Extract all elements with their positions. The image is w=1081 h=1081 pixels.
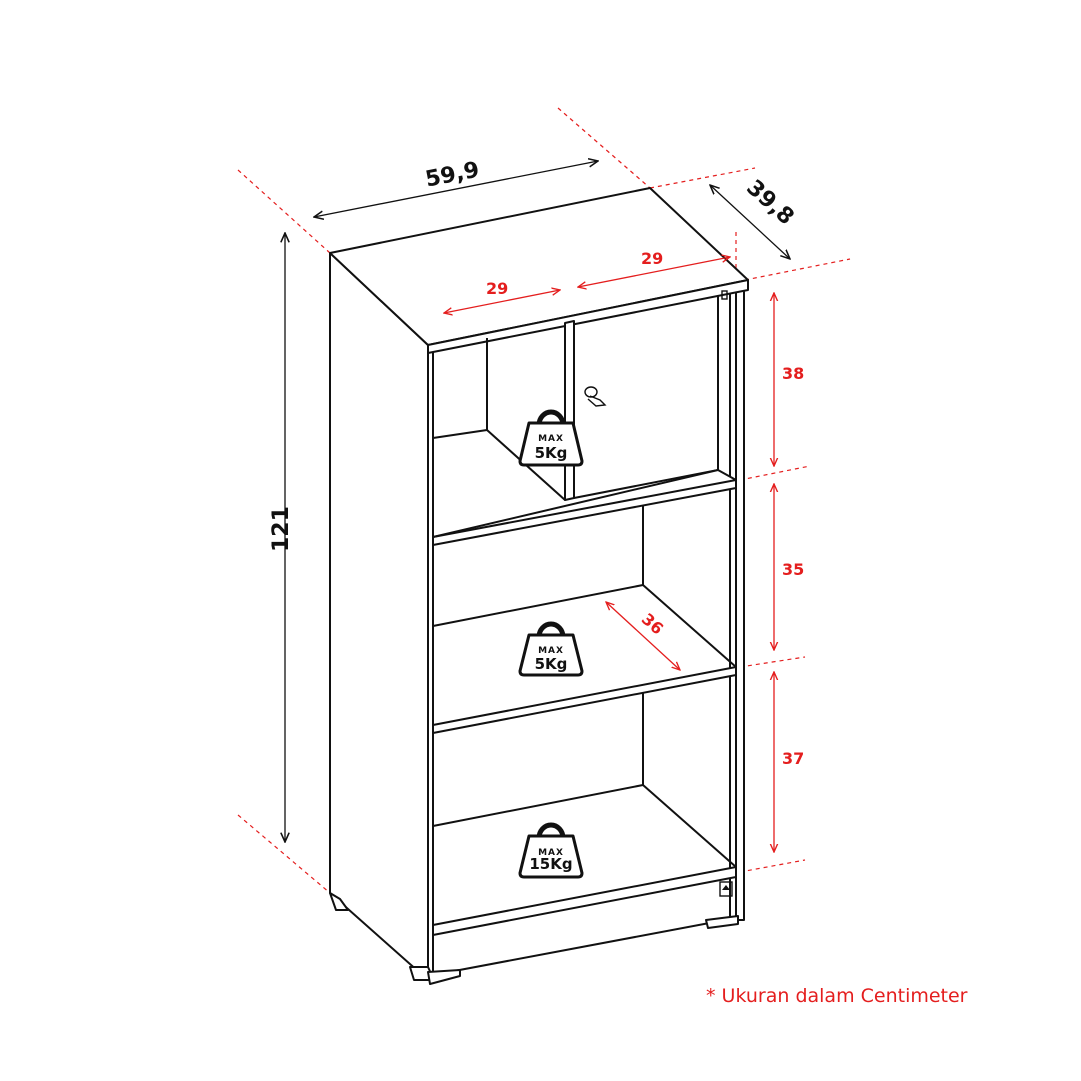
right-front-edge xyxy=(735,289,745,921)
unit-note: * Ukuran dalam Centimeter xyxy=(706,985,968,1007)
left-front-edge xyxy=(427,344,434,981)
foot-mid xyxy=(427,969,461,985)
weight-icon xyxy=(518,409,584,467)
width-label: 59,9 xyxy=(423,158,481,193)
top-left-width-label: 29 xyxy=(486,279,508,298)
top-right-width-arrow-icon xyxy=(578,257,730,287)
weight-value-label: 5Kg xyxy=(535,655,568,673)
width-arrow-icon xyxy=(314,161,598,217)
foot-front-right xyxy=(705,915,739,929)
load-badge-middle: MAX 5Kg xyxy=(518,621,584,677)
door-knob-icon xyxy=(584,386,607,407)
top-right-width-label: 29 xyxy=(641,249,663,268)
door xyxy=(486,320,719,501)
shelf-2 xyxy=(432,666,737,734)
weight-max-label: MAX xyxy=(538,646,564,656)
load-badge-top: MAX 5Kg xyxy=(518,409,584,467)
top-left-width-arrow-icon xyxy=(444,290,560,313)
weight-icon xyxy=(518,822,584,879)
bottom-shelf xyxy=(432,866,737,936)
left-side-panel xyxy=(329,252,429,981)
hinge-icon xyxy=(721,290,728,300)
middle-height-label: 35 xyxy=(782,560,804,579)
bottom-height-label: 37 xyxy=(782,749,804,768)
top-height-label: 38 xyxy=(782,364,804,383)
foot-back-left xyxy=(329,892,349,911)
weight-max-label: MAX xyxy=(538,848,564,858)
weight-max-label: MAX xyxy=(538,434,564,444)
weight-icon xyxy=(518,621,584,677)
top-front-edge xyxy=(427,279,749,354)
shelf-depth-arrow-icon xyxy=(606,602,680,670)
cabinet xyxy=(329,187,749,985)
weight-value-label: 15Kg xyxy=(529,855,572,873)
logo-badge-icon xyxy=(719,881,733,897)
load-badge-bottom: MAX 15Kg xyxy=(518,822,584,879)
height-label: 121 xyxy=(269,506,294,552)
weight-value-label: 5Kg xyxy=(535,444,568,462)
depth-arrow-icon xyxy=(710,185,790,259)
shelf-depth-label: 36 xyxy=(638,609,667,638)
